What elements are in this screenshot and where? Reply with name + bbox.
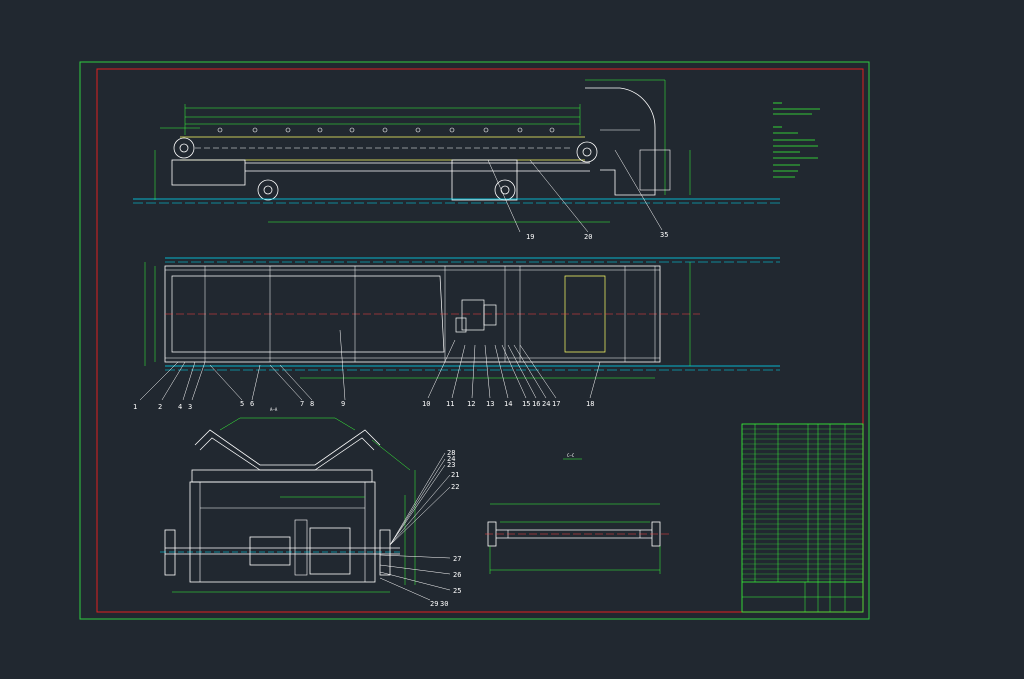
technical-notes <box>773 102 820 178</box>
balloon-30: 30 <box>440 600 448 608</box>
section-label-a: A—A <box>270 407 278 412</box>
balloon-2: 2 <box>158 403 162 411</box>
balloon-13: 13 <box>486 400 494 408</box>
balloon-16: 16 <box>532 400 540 408</box>
parts-list-rows <box>742 428 863 580</box>
balloon-5: 5 <box>240 400 244 408</box>
balloon-3: 3 <box>188 403 192 411</box>
outer-frame <box>79 61 870 620</box>
balloon-1: 1 <box>133 403 137 411</box>
balloon-14: 14 <box>504 400 512 408</box>
section-c-view: C—C <box>485 453 670 574</box>
inner-frame <box>96 68 864 613</box>
balloon-20: 20 <box>584 233 592 241</box>
section-label-c: C—C <box>567 453 575 458</box>
balloon-27: 27 <box>453 555 461 563</box>
balloon-22: 22 <box>451 483 459 491</box>
balloon-7: 7 <box>300 400 304 408</box>
balloon-19: 19 <box>526 233 534 241</box>
balloon-24-b: 24 <box>447 455 455 463</box>
balloon-28: 28 <box>447 449 455 457</box>
balloon-18: 18 <box>586 400 594 408</box>
balloon-8: 8 <box>310 400 314 408</box>
balloon-17: 17 <box>552 400 560 408</box>
cross-section-view: 28 24 23 21 22 27 26 25 29 30 <box>160 417 461 608</box>
balloon-12: 12 <box>467 400 475 408</box>
plan-view: 1 2 4 3 5 6 7 8 9 10 11 12 13 14 15 16 2… <box>133 257 780 411</box>
balloon-15: 15 <box>522 400 530 408</box>
balloon-23: 23 <box>447 461 455 469</box>
balloon-6: 6 <box>250 400 254 408</box>
balloon-4: 4 <box>178 403 182 411</box>
balloon-24: 24 <box>542 400 550 408</box>
balloon-26: 26 <box>453 571 461 579</box>
balloon-9: 9 <box>341 400 345 408</box>
balloon-10: 10 <box>422 400 430 408</box>
balloon-35: 35 <box>660 231 668 239</box>
balloon-11: 11 <box>446 400 454 408</box>
balloon-29: 29 <box>430 600 438 608</box>
balloon-25: 25 <box>453 587 461 595</box>
parts-list-table <box>741 423 864 613</box>
elevation-view: 19 20 35 <box>133 79 780 241</box>
balloon-21: 21 <box>451 471 459 479</box>
